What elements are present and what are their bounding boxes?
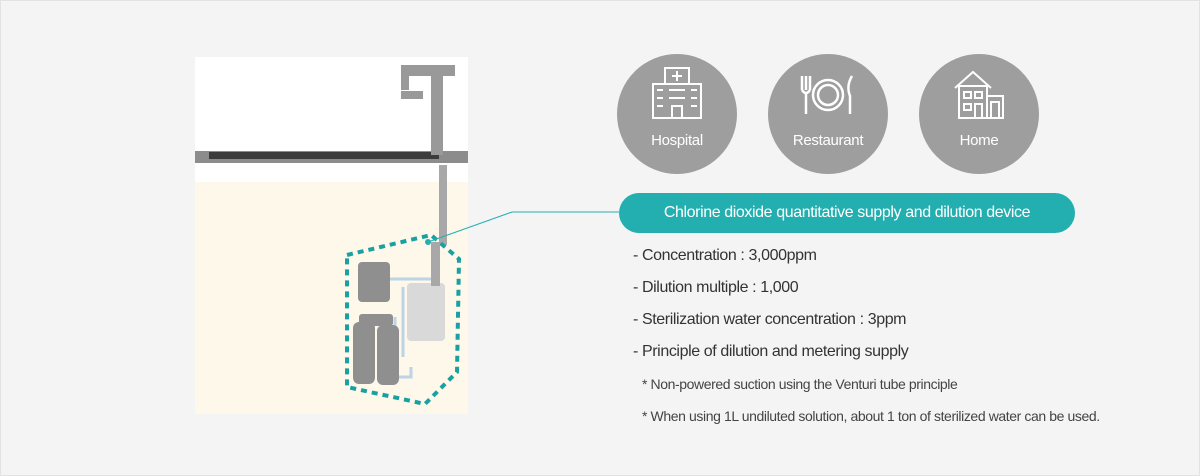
place-label: Restaurant (792, 132, 864, 149)
place-restaurant: Restaurant (768, 54, 888, 174)
place-hospital: Hospital (617, 54, 737, 174)
spec-item: - Principle of dilution and metering sup… (633, 343, 909, 360)
spec-item: - Sterilization water concentration : 3p… (633, 311, 907, 328)
spec-item: - Concentration : 3,000ppm (633, 247, 817, 264)
note-item: * When using 1L undiluted solution, abou… (642, 408, 1100, 424)
place-label: Hospital (651, 132, 703, 149)
device-title-badge: Chlorine dioxide quantitative supply and… (619, 193, 1075, 233)
place-label: Home (959, 132, 999, 149)
plate-fork-knife-icon (800, 75, 854, 114)
spec-list: - Concentration : 3,000ppm - Dilution mu… (633, 244, 909, 372)
sink-installation-illustration (195, 57, 468, 414)
house-icon (954, 70, 1004, 119)
place-home: Home (919, 54, 1039, 174)
hospital-icon (652, 67, 702, 119)
note-list: * Non-powered suction using the Venturi … (642, 374, 1100, 438)
note-item: * Non-powered suction using the Venturi … (642, 376, 958, 392)
spec-item: - Dilution multiple : 1,000 (633, 279, 799, 296)
